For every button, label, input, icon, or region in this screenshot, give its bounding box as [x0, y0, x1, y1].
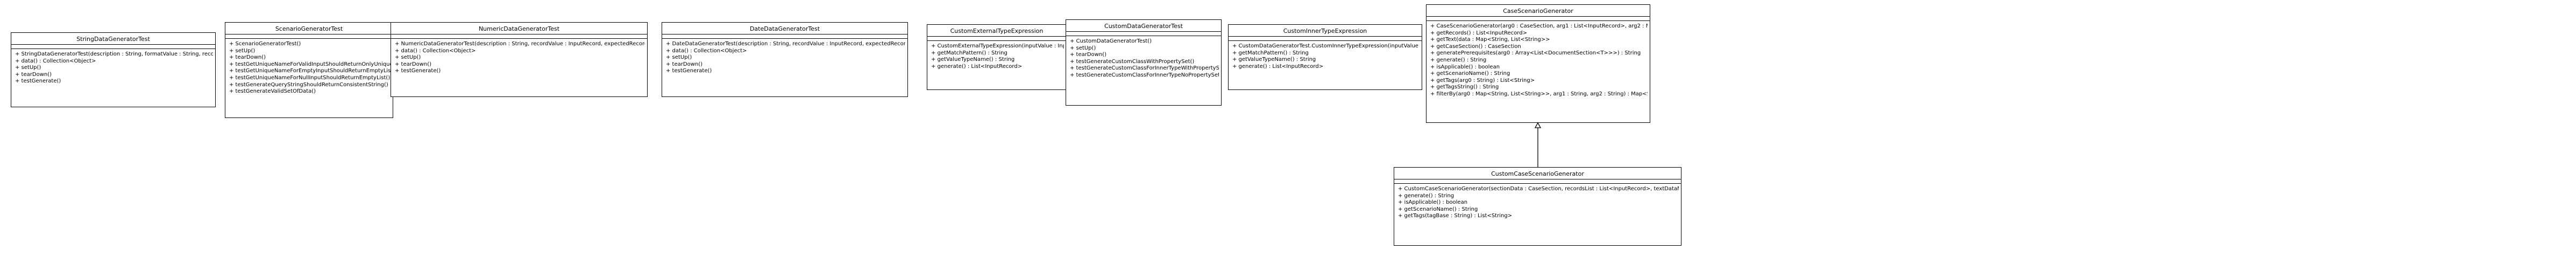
class-fields-compartment	[391, 34, 647, 39]
method-test-valid-set: + testGenerateValidSetOfData()	[229, 88, 316, 95]
method-tear-down: + tearDown()	[229, 54, 266, 61]
class-name: StringDataGeneratorTest	[11, 33, 215, 45]
method-constructor: + CustomDataGeneratorTest.CustomInnerTyp…	[1232, 43, 1420, 49]
method-test-query-string: + testGenerateQueryStringShouldReturnCon…	[229, 81, 388, 88]
method-get-records: + getRecords() : List<InputRecord>	[1430, 30, 1527, 36]
generalization-arrowhead-icon	[1534, 122, 1542, 128]
method-data: + data() : Collection<Object>	[395, 47, 476, 54]
class-name: CustomCaseScenarioGenerator	[1394, 168, 1681, 179]
class-name: CustomDataGeneratorTest	[1066, 20, 1221, 32]
method-test-generate: + testGenerate()	[395, 68, 441, 74]
class-fields-compartment	[225, 34, 393, 39]
method-set-up: + setUp()	[1070, 45, 1096, 51]
method-generate-prerequisites: + generatePrerequisites(arg0 : Array<Lis…	[1430, 50, 1641, 57]
method-get-scenario-name: + getScenarioName() : String	[1430, 71, 1510, 77]
method-tear-down: + tearDown()	[666, 61, 703, 67]
class-fields-compartment	[1394, 179, 1681, 184]
uml-class-numeric-data-generator-test[interactable]: NumericDataGeneratorTest + NumericDataGe…	[391, 22, 648, 97]
method-test-inner-type: + testGenerateCustomClassForInnerTypeWit…	[1070, 65, 1219, 72]
method-generate: + generate() : List<InputRecord>	[931, 63, 1023, 70]
method-tear-down: + tearDown()	[15, 71, 52, 78]
class-methods-compartment: + DateDataGeneratorTest(description : St…	[662, 39, 907, 76]
method-test-generate: + testGenerate()	[666, 68, 712, 74]
class-fields-compartment	[11, 45, 215, 49]
method-set-up: + setUp()	[15, 65, 41, 71]
method-get-case-section: + getCaseSection() : CaseSection	[1430, 43, 1521, 50]
method-test-custom-class: + testGenerateCustomClassWithPropertySet…	[1070, 58, 1195, 65]
method-constructor: + DateDataGeneratorTest(description : St…	[666, 41, 905, 47]
method-is-applicable: + isApplicable() : boolean	[1430, 64, 1500, 70]
method-generate: + generate() : String	[1398, 192, 1454, 199]
method-get-value-type-name: + getValueTypeName() : String	[931, 57, 1015, 63]
method-get-tags-string: + getTagsString() : String	[1430, 84, 1499, 91]
class-fields-compartment	[662, 34, 907, 39]
uml-class-custom-case-scenario-generator[interactable]: CustomCaseScenarioGenerator + CustomCase…	[1394, 167, 1681, 246]
uml-class-custom-inner-type-expression[interactable]: CustomInnerTypeExpression + CustomDataGe…	[1228, 24, 1422, 90]
generalization-arrow	[1534, 122, 1542, 167]
class-name: CaseScenarioGenerator	[1427, 5, 1650, 17]
method-constructor: + ScenarioGeneratorTest()	[229, 41, 301, 47]
method-test-unique-empty: + testGetUniqueNameForEmptyInputShouldRe…	[229, 68, 391, 74]
method-test-generate: + testGenerate()	[15, 78, 61, 85]
class-methods-compartment: + CustomDataGeneratorTest.CustomInnerTyp…	[1229, 41, 1422, 71]
method-set-up: + setUp()	[229, 47, 256, 54]
class-fields-compartment	[1229, 37, 1422, 41]
method-constructor: + StringDataGeneratorTest(description : …	[15, 51, 213, 57]
method-is-applicable: + isApplicable() : boolean	[1398, 199, 1468, 206]
method-tear-down: + tearDown()	[1070, 52, 1107, 58]
class-methods-compartment: + StringDataGeneratorTest(description : …	[11, 49, 215, 86]
method-data: + data() : Collection<Object>	[666, 47, 747, 54]
class-methods-compartment: + NumericDataGeneratorTest(description :…	[391, 39, 647, 76]
uml-class-custom-data-generator-test[interactable]: CustomDataGeneratorTest + CustomDataGene…	[1066, 19, 1222, 106]
method-set-up: + setUp()	[395, 54, 421, 61]
class-methods-compartment: + CaseScenarioGenerator(arg0 : CaseSecti…	[1427, 21, 1650, 99]
method-test-unique-null: + testGetUniqueNameForNullInputShouldRet…	[229, 74, 391, 81]
class-name: NumericDataGeneratorTest	[391, 23, 647, 34]
method-constructor: + NumericDataGeneratorTest(description :…	[395, 41, 645, 47]
class-fields-compartment	[1066, 32, 1221, 36]
method-get-value-type-name: + getValueTypeName() : String	[1232, 57, 1316, 63]
method-filter-by: + filterBy(arg0 : Map<String, List<Strin…	[1430, 91, 1648, 97]
method-generate: + generate() : String	[1430, 57, 1487, 63]
class-name: ScenarioGeneratorTest	[225, 23, 393, 34]
class-methods-compartment: + CustomDataGeneratorTest() + setUp() + …	[1066, 36, 1221, 80]
class-methods-compartment: + CustomExternalTypeExpression(inputValu…	[927, 41, 1066, 71]
method-get-scenario-name: + getScenarioName() : String	[1398, 206, 1478, 212]
method-get-text: + getText(data : Map<String, List<String…	[1430, 37, 1550, 43]
class-methods-compartment: + CustomCaseScenarioGenerator(sectionDat…	[1394, 184, 1681, 221]
method-data: + data() : Collection<Object>	[15, 58, 96, 64]
method-get-tags: + getTags(tagBase : String) : List<Strin…	[1398, 213, 1513, 219]
method-constructor: + CustomDataGeneratorTest()	[1070, 38, 1152, 44]
method-set-up: + setUp()	[666, 54, 692, 61]
class-name: CustomInnerTypeExpression	[1229, 25, 1422, 37]
method-constructor: + CustomExternalTypeExpression(inputValu…	[931, 43, 1064, 49]
method-constructor: + CustomCaseScenarioGenerator(sectionDat…	[1398, 186, 1679, 192]
class-fields-compartment	[927, 37, 1066, 41]
uml-class-string-data-generator-test[interactable]: StringDataGeneratorTest + StringDataGene…	[11, 32, 216, 107]
method-test-unique-valid: + testGetUniqueNameForValidInputShouldRe…	[229, 61, 391, 67]
method-get-match-pattern: + getMatchPattern() : String	[1232, 50, 1309, 56]
method-constructor: + CaseScenarioGenerator(arg0 : CaseSecti…	[1430, 23, 1648, 29]
method-get-match-pattern: + getMatchPattern() : String	[931, 50, 1007, 56]
uml-class-case-scenario-generator[interactable]: CaseScenarioGenerator + CaseScenarioGene…	[1426, 4, 1650, 123]
method-get-tags: + getTags(arg0 : String) : List<String>	[1430, 77, 1535, 84]
class-name: CustomExternalTypeExpression	[927, 25, 1066, 37]
method-generate: + generate() : List<InputRecord>	[1232, 63, 1324, 70]
class-fields-compartment	[1427, 17, 1650, 21]
class-name: DateDataGeneratorTest	[662, 23, 907, 34]
class-methods-compartment: + ScenarioGeneratorTest() + setUp() + te…	[225, 39, 393, 96]
method-test-inner-type-fail: + testGenerateCustomClassForInnerTypeNoP…	[1070, 72, 1219, 78]
uml-class-date-data-generator-test[interactable]: DateDataGeneratorTest + DateDataGenerato…	[662, 22, 908, 97]
method-tear-down: + tearDown()	[395, 61, 432, 67]
uml-class-scenario-generator-test[interactable]: ScenarioGeneratorTest + ScenarioGenerato…	[225, 22, 393, 118]
